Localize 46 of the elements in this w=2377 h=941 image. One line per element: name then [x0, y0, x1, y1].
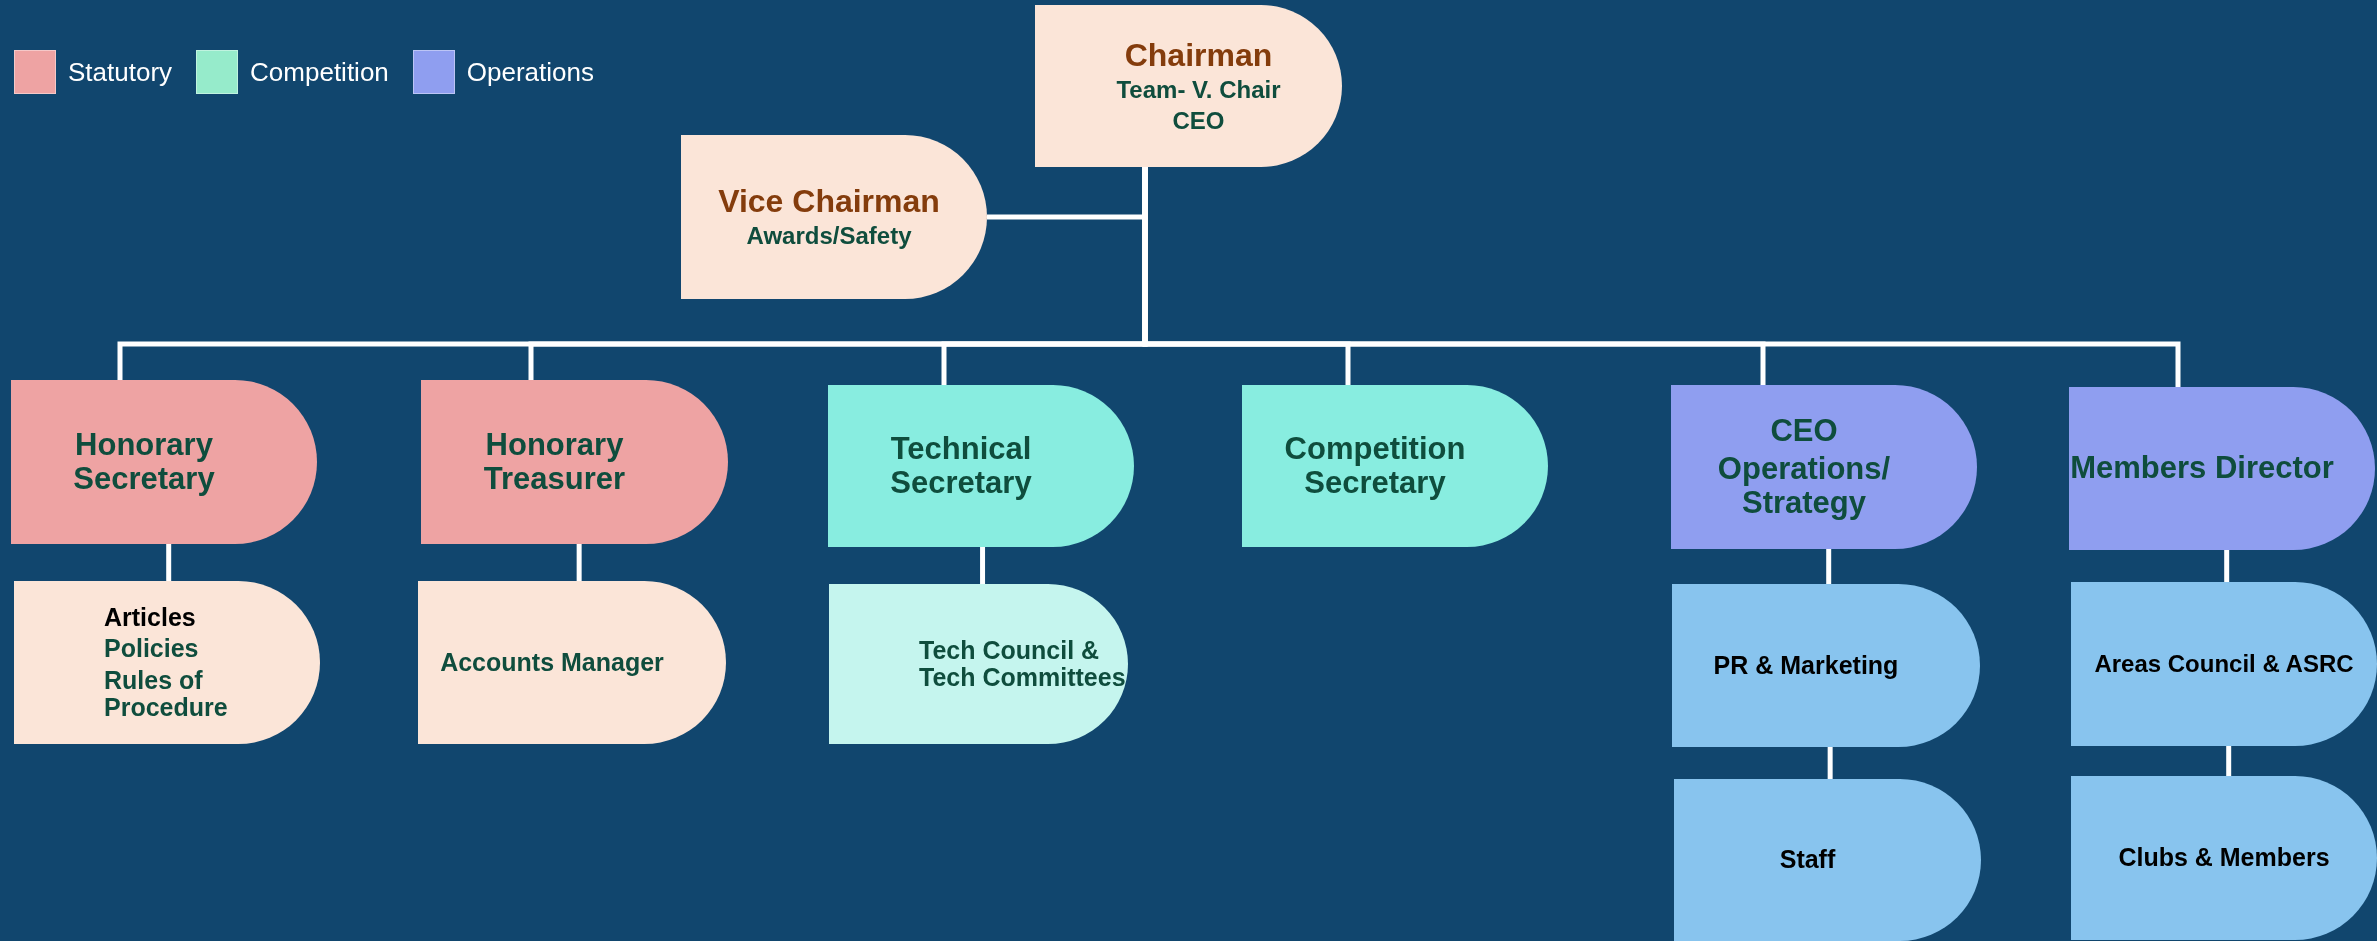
connector-line [1826, 549, 1832, 584]
org-box [14, 581, 320, 744]
org-box [2071, 582, 2377, 746]
role-text: CEO [1172, 107, 1225, 134]
role-text: CEO [1770, 413, 1838, 448]
legend-label: Operations [466, 55, 594, 89]
legend-label: Competition [250, 55, 389, 89]
role-text: Accounts Manager [440, 648, 664, 677]
org-box [421, 380, 728, 544]
role-text: Rules of Procedure [104, 666, 229, 722]
connector-line [2224, 550, 2230, 582]
org-box [1672, 584, 1980, 747]
role-text: Competition Secretary [1283, 431, 1467, 501]
role-text: Articles [104, 603, 196, 631]
org-box [2071, 776, 2377, 940]
role-text: Staff [1779, 846, 1836, 874]
role-text: Clubs & Members [2118, 844, 2330, 872]
role-text: Chairman [1124, 38, 1273, 74]
org-box [681, 135, 987, 299]
connector-line [980, 547, 986, 584]
org-box [1242, 385, 1548, 547]
role-text: Honorary Secretary [72, 427, 216, 497]
role-text: PR & Marketing [1713, 651, 1899, 680]
org-box [418, 581, 726, 744]
role-text: Policies [104, 635, 199, 663]
org-box [1035, 5, 1342, 167]
role-text: Awards/Safety [746, 223, 912, 250]
connector-line [576, 544, 582, 581]
role-text: Honorary Treasurer [482, 427, 627, 497]
org-box [11, 380, 317, 544]
org-box [829, 584, 1128, 744]
org-box [828, 385, 1134, 547]
connector-line [166, 544, 172, 581]
org-box [1671, 385, 1977, 549]
role-text: Members Director [2070, 451, 2334, 486]
role-text: Technical Secretary [889, 431, 1033, 501]
role-text: Areas Council & ASRC [2094, 650, 2354, 678]
role-text: Operations/ Strategy [1716, 451, 1892, 521]
connector-line [2226, 746, 2232, 776]
role-text: Tech Council & Tech Committees [919, 636, 1127, 692]
legend-label: Statutory [68, 55, 173, 89]
org-box [2069, 387, 2375, 550]
role-text: Vice Chairman [718, 184, 940, 220]
role-text: Team- V. Chair [1116, 77, 1281, 104]
org-box [1674, 779, 1981, 941]
connector-line [1827, 747, 1833, 779]
